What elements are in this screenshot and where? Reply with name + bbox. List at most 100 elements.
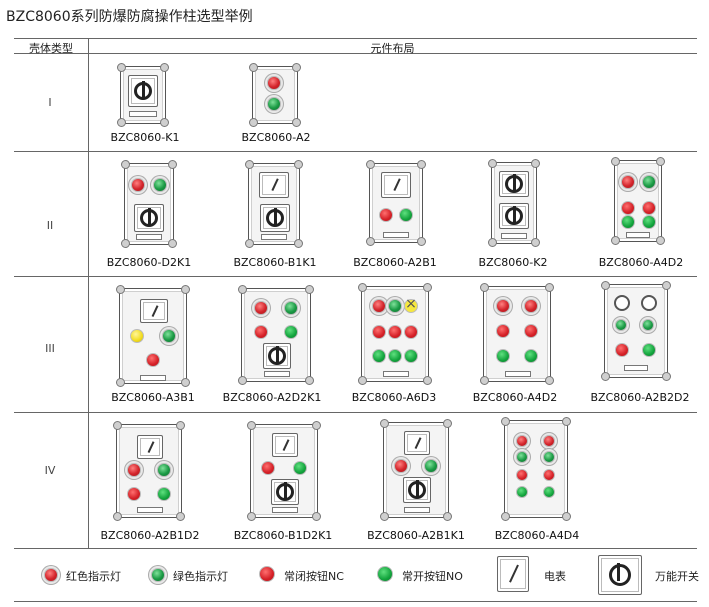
model-caption: BZC8060-B1K1	[233, 256, 317, 269]
red-indicator-icon	[496, 299, 510, 313]
screw-icon	[656, 236, 665, 245]
screw-icon	[366, 237, 375, 246]
red-button-icon	[516, 469, 528, 481]
label-plate	[136, 234, 162, 240]
screw-icon	[312, 512, 321, 521]
screw-icon	[545, 283, 554, 292]
universal-switch-icon	[128, 75, 158, 107]
green-indicator-icon	[388, 299, 402, 313]
red-button-icon	[388, 325, 402, 339]
universal-switch-icon	[134, 204, 164, 232]
screw-icon	[116, 285, 125, 294]
header-divider	[14, 53, 697, 54]
box-bzc8060-b1k1	[245, 160, 303, 248]
legend-label: 常闭按钮NC	[284, 570, 344, 583]
row-label-2: II	[46, 219, 54, 232]
box-bzc8060-a2b2d2	[601, 281, 671, 381]
red-indicator-icon	[543, 435, 555, 447]
screw-icon	[380, 512, 389, 521]
row-divider	[14, 151, 697, 152]
label-plate	[383, 232, 409, 238]
box-bzc8060-a2d2k1	[238, 285, 314, 385]
screw-icon	[305, 285, 314, 294]
table-bottom-border	[14, 601, 697, 602]
red-indicator-icon	[516, 435, 528, 447]
red-button-icon	[261, 461, 275, 475]
box-bzc8060-a6d3	[358, 283, 432, 385]
red-button-icon	[379, 208, 393, 222]
screw-icon	[294, 239, 303, 248]
label-plate	[264, 371, 290, 377]
box-bzc8060-a3b1	[116, 285, 190, 387]
box-bzc8060-d2k1	[121, 160, 177, 248]
screw-icon	[113, 421, 122, 430]
label-plate	[501, 233, 527, 239]
screw-icon	[117, 63, 126, 72]
model-caption: BZC8060-A6D3	[351, 391, 437, 404]
red-indicator-icon	[131, 178, 145, 192]
universal-switch-icon	[403, 477, 431, 503]
legend-label: 常开按钮NO	[402, 570, 463, 583]
legend-label: 万能开关	[655, 570, 699, 583]
label-plate	[272, 507, 298, 513]
screw-icon	[358, 283, 367, 292]
red-button-icon	[372, 325, 386, 339]
screw-icon	[531, 159, 540, 168]
screw-icon	[249, 63, 258, 72]
model-caption: BZC8060-A3B1	[111, 391, 195, 404]
green-indicator-icon	[642, 175, 656, 189]
screw-icon	[611, 157, 620, 166]
label-plate	[624, 365, 648, 371]
label-plate	[137, 507, 163, 513]
row-label-4: IV	[44, 464, 56, 477]
model-caption: BZC8060-A2D2K1	[222, 391, 322, 404]
screw-icon	[181, 378, 190, 387]
universal-switch-icon	[271, 479, 299, 505]
red-indicator-icon	[524, 299, 538, 313]
screw-icon	[247, 421, 256, 430]
screw-icon	[531, 238, 540, 247]
ring-indicator-icon	[614, 295, 630, 311]
screw-icon	[366, 160, 375, 169]
green-indicator-icon	[284, 301, 298, 315]
green-button-icon	[642, 343, 656, 357]
green-indicator-icon	[642, 319, 654, 331]
screw-icon	[160, 118, 169, 127]
green-button-icon	[496, 349, 510, 363]
ring-indicator-icon	[641, 295, 657, 311]
screw-icon	[501, 512, 510, 521]
green-button-icon	[621, 215, 635, 229]
red-button-icon	[642, 201, 656, 215]
box-bzc8060-a4d2	[611, 157, 665, 245]
row-divider	[14, 276, 697, 277]
screw-icon	[601, 281, 610, 290]
meter-icon	[140, 299, 168, 323]
green-indicator-icon	[151, 568, 165, 582]
header-shell-type: 壳体类型	[29, 42, 73, 55]
meter-icon	[259, 172, 289, 198]
universal-switch-icon	[260, 204, 290, 232]
box-bzc8060-a4d2-iii	[480, 283, 554, 385]
box-bzc8060-a2	[249, 63, 301, 127]
screw-icon	[176, 421, 185, 430]
meter-icon	[137, 435, 163, 459]
box-bzc8060-b1d2k1	[247, 421, 321, 521]
green-button-icon	[404, 349, 418, 363]
model-caption: BZC8060-A2B2D2	[590, 391, 690, 404]
red-button-icon	[615, 343, 629, 357]
green-button-icon	[157, 487, 171, 501]
label-plate	[505, 371, 531, 377]
model-caption: BZC8060-A4D2	[472, 391, 558, 404]
red-indicator-icon	[621, 175, 635, 189]
page-title: BZC8060系列防爆防腐操作柱选型举例	[6, 9, 253, 25]
screw-icon	[611, 236, 620, 245]
green-indicator-icon	[424, 459, 438, 473]
screw-icon	[305, 376, 314, 385]
label-plate	[404, 507, 430, 513]
green-indicator-icon	[516, 451, 528, 463]
model-caption: BZC8060-B1D2K1	[233, 529, 333, 542]
green-button-icon	[284, 325, 298, 339]
screw-icon	[656, 157, 665, 166]
model-caption: BZC8060-D2K1	[106, 256, 192, 269]
screw-icon	[160, 63, 169, 72]
